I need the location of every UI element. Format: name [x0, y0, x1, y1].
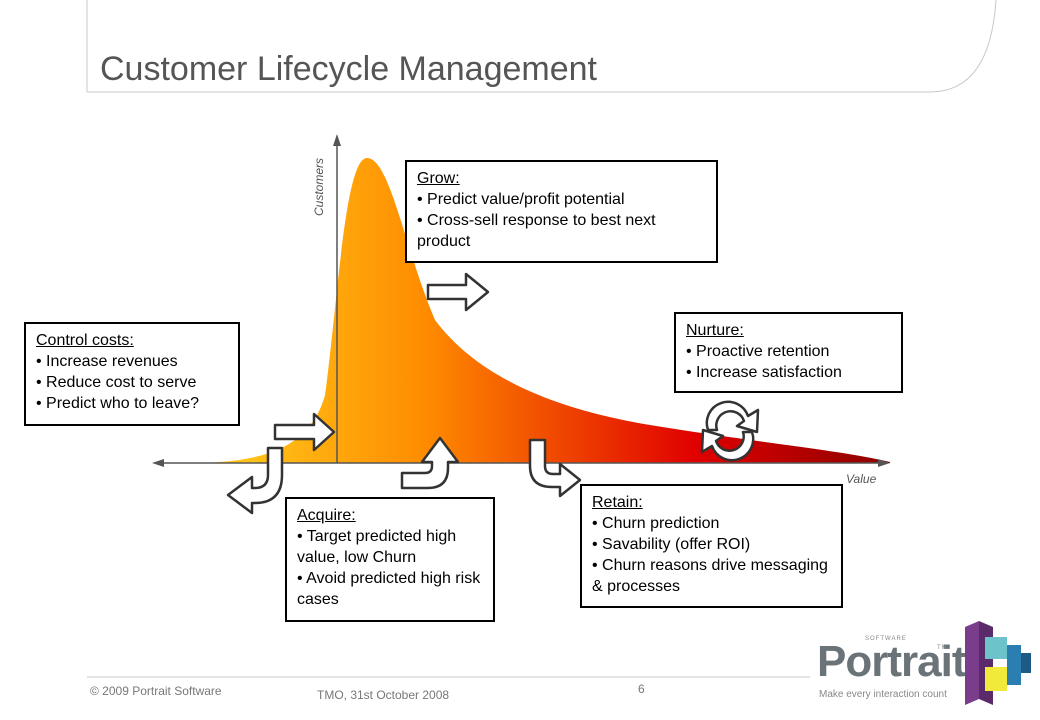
control-costs-item: • Reduce cost to serve: [36, 374, 197, 391]
acquire-item: • Target predicted high value, low Churn: [297, 528, 457, 566]
grow-heading: Grow:: [417, 170, 460, 187]
logo-trademark: TM: [937, 645, 948, 651]
nurture-box: Nurture: • Proactive retention • Increas…: [674, 312, 903, 393]
x-axis-label: Value: [846, 472, 877, 486]
y-axis-label: Customers: [312, 157, 326, 216]
y-axis-arrow: [333, 134, 341, 146]
grow-item: • Predict value/profit potential: [417, 191, 625, 208]
grow-box: Grow: • Predict value/profit potential •…: [405, 160, 718, 263]
control-in-arrow-icon: [273, 412, 336, 452]
nurture-item: • Increase satisfaction: [686, 364, 842, 381]
acquire-arrow-icon: [400, 436, 460, 490]
nurture-cycle-arrows-icon: [700, 400, 760, 462]
grow-item: • Cross-sell response to best next produ…: [417, 212, 656, 250]
control-costs-item: • Predict who to leave?: [36, 395, 200, 412]
grow-arrow-icon: [426, 272, 490, 312]
retain-item: • Churn reasons drive messaging & proces…: [592, 557, 828, 595]
portrait-logo: SOFTWARE Portrait TM Make every interact…: [815, 615, 1037, 715]
logo-wordmark: Portrait: [817, 637, 966, 686]
acquire-item: • Avoid predicted high risk cases: [297, 570, 481, 608]
control-costs-item: • Increase revenues: [36, 353, 178, 370]
footer-page-number: 6: [638, 682, 645, 696]
nurture-item: • Proactive retention: [686, 343, 830, 360]
logo-tagline: Make every interaction count: [819, 689, 947, 700]
slide-title: Customer Lifecycle Management: [100, 50, 598, 88]
customer-distribution-curve: [195, 158, 890, 463]
footer-copyright: © 2009 Portrait Software: [90, 684, 222, 698]
retain-heading: Retain:: [592, 494, 643, 511]
retain-item: • Churn prediction: [592, 515, 720, 532]
footer-event: TMO, 31st October 2008: [317, 688, 450, 702]
control-costs-heading: Control costs:: [36, 332, 134, 349]
control-costs-box: Control costs: • Increase revenues • Red…: [24, 322, 240, 426]
control-loop-arrow-icon: [226, 446, 284, 515]
nurture-heading: Nurture:: [686, 322, 744, 339]
acquire-heading: Acquire:: [297, 507, 356, 524]
retain-arrow-icon: [528, 438, 582, 498]
retain-box: Retain: • Churn prediction • Savability …: [580, 484, 843, 608]
logo-cube-icon: [965, 621, 1031, 705]
retain-item: • Savability (offer ROI): [592, 536, 751, 553]
logo-software-label: SOFTWARE: [865, 636, 907, 642]
acquire-box: Acquire: • Target predicted high value, …: [285, 497, 495, 622]
x-axis-arrow-right: [878, 459, 890, 467]
x-axis-arrow-left: [152, 459, 164, 467]
